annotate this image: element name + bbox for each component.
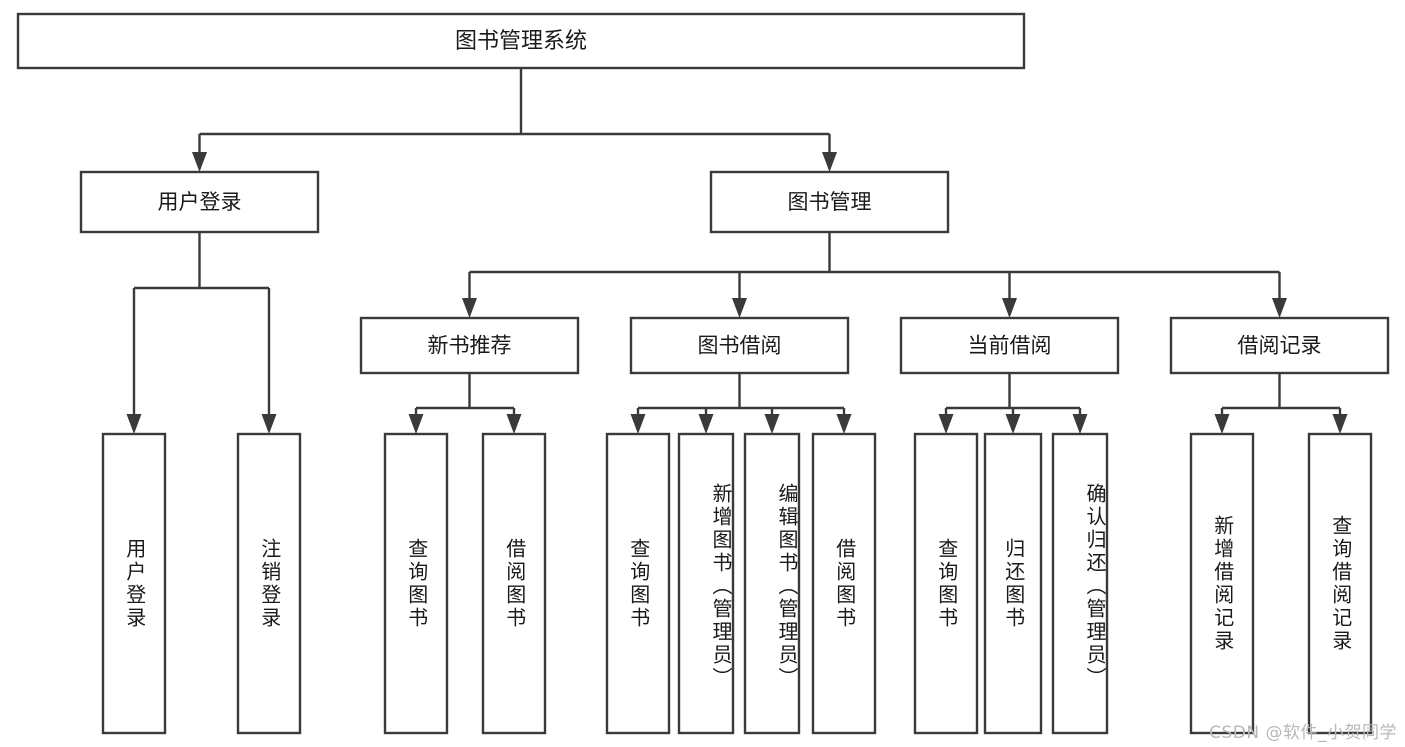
node-box-book-management[interactable] <box>709 170 950 234</box>
node-label-book-borrow: 图书借阅 <box>698 334 782 358</box>
arrow-head-root-to-user-login <box>192 152 207 172</box>
node-box-leaf-confirm-return[interactable] <box>1051 432 1109 735</box>
connectors-layer <box>126 68 1348 434</box>
arrow-head-current-borrow-to-leaf-query-books-cb <box>938 414 954 434</box>
arrow-head-book-borrow-to-leaf-query-books-bb <box>630 414 646 434</box>
node-box-leaf-borrow-book-bb[interactable] <box>811 432 877 735</box>
arrow-head-new-book-recommend-to-leaf-borrow-books-rec <box>506 414 522 434</box>
node-label-new-book-recommend: 新书推荐 <box>428 334 512 358</box>
node-label-current-borrow: 当前借阅 <box>968 334 1052 358</box>
arrow-head-book-borrow-to-leaf-borrow-book-bb <box>836 414 852 434</box>
node-box-leaf-user-login[interactable] <box>101 432 167 735</box>
node-box-leaf-query-books-cb[interactable] <box>913 432 979 735</box>
node-box-leaf-return-book[interactable] <box>983 432 1043 735</box>
node-label-root: 图书管理系统 <box>455 29 587 54</box>
node-label-user-login: 用户登录 <box>158 190 242 214</box>
arrow-head-book-management-to-borrow-records <box>1272 298 1287 318</box>
arrow-head-book-borrow-to-leaf-add-book <box>698 414 714 434</box>
node-box-leaf-query-books-bb[interactable] <box>605 432 671 735</box>
arrow-head-root-to-book-management <box>822 152 837 172</box>
node-box-leaf-query-record[interactable] <box>1307 432 1373 735</box>
arrow-head-borrow-records-to-leaf-query-record <box>1332 414 1348 434</box>
node-box-user-login[interactable] <box>79 170 320 234</box>
node-box-leaf-edit-book[interactable] <box>743 432 801 735</box>
node-box-leaf-add-book[interactable] <box>677 432 735 735</box>
node-box-borrow-records[interactable] <box>1169 316 1390 375</box>
arrow-head-current-borrow-to-leaf-confirm-return <box>1072 414 1088 434</box>
node-box-current-borrow[interactable] <box>899 316 1120 375</box>
arrow-head-book-management-to-current-borrow <box>1002 298 1017 318</box>
arrow-head-book-management-to-book-borrow <box>732 298 747 318</box>
arrow-head-book-borrow-to-leaf-edit-book <box>764 414 780 434</box>
node-box-leaf-add-record[interactable] <box>1189 432 1255 735</box>
node-label-borrow-records: 借阅记录 <box>1238 334 1322 358</box>
node-box-leaf-query-books-rec[interactable] <box>383 432 449 735</box>
arrow-head-new-book-recommend-to-leaf-query-books-rec <box>408 414 424 434</box>
node-box-leaf-borrow-books-rec[interactable] <box>481 432 547 735</box>
node-box-leaf-logout[interactable] <box>236 432 302 735</box>
node-box-new-book-recommend[interactable] <box>359 316 580 375</box>
boxes-layer <box>16 12 1390 735</box>
watermark-text: CSDN @软件_小贺同学 <box>1209 723 1397 743</box>
node-label-book-management: 图书管理 <box>788 190 872 214</box>
arrow-head-borrow-records-to-leaf-add-record <box>1214 414 1230 434</box>
node-box-book-borrow[interactable] <box>629 316 850 375</box>
arrow-head-user-login-to-leaf-user-login <box>126 414 142 434</box>
node-box-root[interactable] <box>16 12 1026 70</box>
arrow-head-user-login-to-leaf-logout <box>261 414 277 434</box>
arrow-head-book-management-to-new-book-recommend <box>462 298 477 318</box>
arrow-head-current-borrow-to-leaf-return-book <box>1005 414 1021 434</box>
